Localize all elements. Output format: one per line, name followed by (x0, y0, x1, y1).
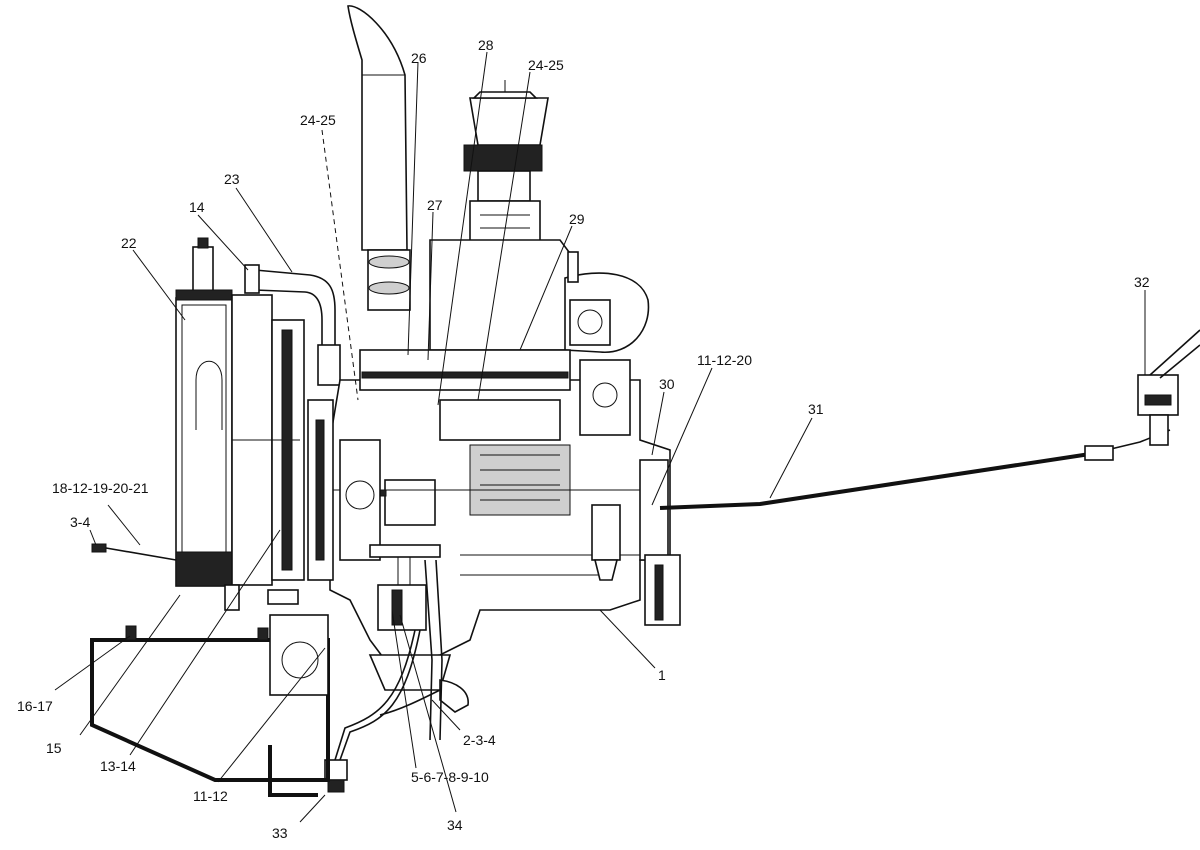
callout-14: 14 (189, 199, 205, 215)
callout-11-12: 11-12 (193, 788, 228, 804)
callout-30: 30 (659, 376, 675, 392)
callout-28: 28 (478, 37, 494, 53)
filter-cluster (369, 544, 441, 631)
leader-lines (54, 51, 1146, 823)
oil-sump (368, 654, 469, 713)
callout-2-3-4: 2-3-4 (463, 732, 496, 748)
callout-27: 27 (427, 197, 443, 213)
callout-13-14: 13-14 (100, 758, 136, 774)
exhaust-stack (347, 5, 411, 311)
callout-18-12-19-20-21: 18-12-19-20-21 (52, 480, 149, 496)
control-cable (659, 429, 1171, 510)
callout-24-25-left: 24-25 (300, 112, 336, 128)
control-lever (1137, 329, 1200, 446)
callout-29: 29 (569, 211, 585, 227)
radiator (175, 237, 305, 587)
callout-34: 34 (447, 817, 463, 833)
coolant-pipe (244, 264, 341, 386)
callout-22: 22 (121, 235, 137, 251)
callout-32: 32 (1134, 274, 1150, 290)
fuel-tank (90, 614, 330, 797)
fan-pulley (307, 399, 381, 581)
callout-26: 26 (411, 50, 427, 66)
callout-15: 15 (46, 740, 62, 756)
callout-33: 33 (272, 825, 288, 841)
callout-1: 1 (658, 667, 666, 683)
turbocharger (564, 251, 650, 353)
callout-16-17: 16-17 (17, 698, 53, 714)
air-cleaner (429, 80, 576, 351)
callout-11-12-20: 11-12-20 (697, 352, 752, 368)
callout-23: 23 (224, 171, 240, 187)
callout-3-4: 3-4 (70, 514, 90, 530)
callout-24-25-top: 24-25 (528, 57, 564, 73)
callout-5-6-7-8-9-10: 5-6-7-8-9-10 (411, 769, 489, 785)
callout-labels: 26 28 24-25 24-25 23 14 22 27 29 32 11-1… (17, 37, 1150, 841)
callout-31: 31 (808, 401, 824, 417)
fuel-lines (324, 559, 443, 793)
inlet-fitting (91, 543, 299, 611)
